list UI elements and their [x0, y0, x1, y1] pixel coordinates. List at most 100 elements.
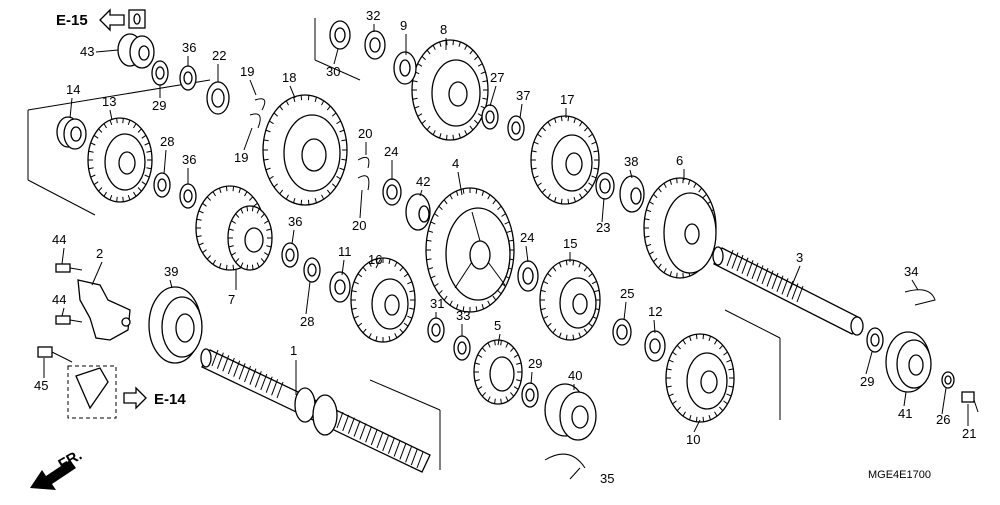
- callout-22: 22: [212, 48, 226, 63]
- callout-7: 7: [228, 292, 235, 307]
- callout-36a: 36: [182, 40, 196, 55]
- callout-36b: 36: [182, 152, 196, 167]
- gear-teeth: [666, 334, 734, 422]
- bearing-40: [544, 383, 597, 441]
- callout-3: 3: [796, 250, 803, 265]
- front-arrow: FR.: [30, 447, 85, 490]
- gear-10: [665, 333, 735, 423]
- leader-line: [525, 245, 529, 263]
- callout-29b: 29: [528, 356, 542, 371]
- leader-line: [911, 279, 919, 291]
- callout-45: 45: [34, 378, 48, 393]
- gear-teeth: [531, 116, 599, 204]
- callout-27: 27: [490, 70, 504, 85]
- needle-bearing-38: [619, 175, 645, 213]
- diagram-code: MGE4E1700: [868, 469, 931, 481]
- gear-7: [195, 185, 273, 271]
- leader-line: [489, 85, 497, 107]
- gear-teeth: [540, 260, 600, 340]
- callouts: 1 2 3 4 5 6 7 8 9 10 11 12 13 14 15 16 1…: [34, 8, 976, 486]
- leader-line: [693, 419, 701, 433]
- leader-line: [629, 169, 633, 179]
- callout-38: 38: [624, 154, 638, 169]
- leader-line: [497, 333, 501, 346]
- callout-4: 4: [452, 156, 459, 171]
- gear-6: [643, 177, 717, 279]
- ref-label-upper: E-15: [56, 12, 88, 29]
- gear-teeth: [474, 340, 522, 404]
- callout-42: 42: [416, 174, 430, 189]
- callout-44a: 44: [52, 232, 66, 247]
- callout-20a: 20: [358, 126, 372, 141]
- leader-line: [601, 197, 605, 223]
- callout-15: 15: [563, 236, 577, 251]
- callout-29a: 29: [152, 98, 166, 113]
- callout-1: 1: [290, 343, 297, 358]
- gear-16: [350, 257, 416, 343]
- gear-teeth: [412, 40, 488, 140]
- callout-8: 8: [440, 22, 447, 37]
- washers: [151, 20, 955, 469]
- countershaft-3: [712, 246, 864, 336]
- gear-18: [262, 94, 348, 206]
- callout-43: 43: [80, 44, 94, 59]
- leader-line: [341, 259, 345, 276]
- callout-10: 10: [686, 432, 700, 447]
- leader-line: [163, 149, 167, 175]
- needle-bearing-11: [329, 271, 351, 303]
- callout-13: 13: [102, 94, 116, 109]
- callout-28a: 28: [160, 134, 174, 149]
- callout-24a: 24: [384, 144, 398, 159]
- callout-24b: 24: [520, 230, 534, 245]
- bearing-39: [148, 286, 203, 364]
- callout-33: 33: [456, 308, 470, 323]
- leader-line: [865, 351, 873, 375]
- gear-8: [411, 39, 489, 141]
- leader-line: [95, 49, 119, 53]
- gear-15: [539, 259, 601, 341]
- leader-line: [623, 301, 627, 321]
- callout-6: 6: [676, 153, 683, 168]
- callout-19b: 19: [234, 150, 248, 165]
- callout-9: 9: [400, 18, 407, 33]
- callout-40: 40: [568, 368, 582, 383]
- leader-line: [375, 259, 381, 269]
- mainshaft-1: [200, 348, 431, 473]
- bushing-43: [117, 33, 155, 69]
- gear-teeth: [263, 95, 347, 205]
- leader-line: [359, 189, 363, 219]
- callout-5: 5: [494, 318, 501, 333]
- callout-36c: 36: [288, 214, 302, 229]
- callout-31: 31: [430, 296, 444, 311]
- ref-label-lower: E-14: [154, 391, 186, 408]
- gear-teeth: [228, 206, 272, 270]
- dashed-box: [67, 365, 117, 419]
- callout-2: 2: [96, 246, 103, 261]
- leader-lines: [43, 24, 969, 480]
- callout-21: 21: [962, 426, 976, 441]
- callout-25: 25: [620, 286, 634, 301]
- bearing-41: [885, 331, 932, 393]
- leader-line: [289, 85, 296, 99]
- bracket-2: [77, 279, 131, 341]
- ref-arrow-upper: E-15: [56, 8, 146, 32]
- bushing-14: [56, 116, 87, 150]
- callout-23: 23: [596, 220, 610, 235]
- leader-line: [457, 171, 463, 196]
- leader-line: [243, 127, 253, 151]
- shaft-splines: [336, 411, 424, 469]
- callout-20b: 20: [352, 218, 366, 233]
- leader-line: [249, 79, 257, 96]
- callout-35: 35: [600, 471, 614, 486]
- leader-line: [653, 319, 656, 334]
- gear-5: [473, 339, 523, 405]
- needle-bearing-42: [405, 193, 431, 231]
- callout-41: 41: [898, 406, 912, 421]
- callout-30: 30: [326, 64, 340, 79]
- callout-34: 34: [904, 264, 918, 279]
- leader-line: [291, 229, 295, 245]
- bolts: [37, 263, 979, 413]
- callout-17: 17: [560, 92, 574, 107]
